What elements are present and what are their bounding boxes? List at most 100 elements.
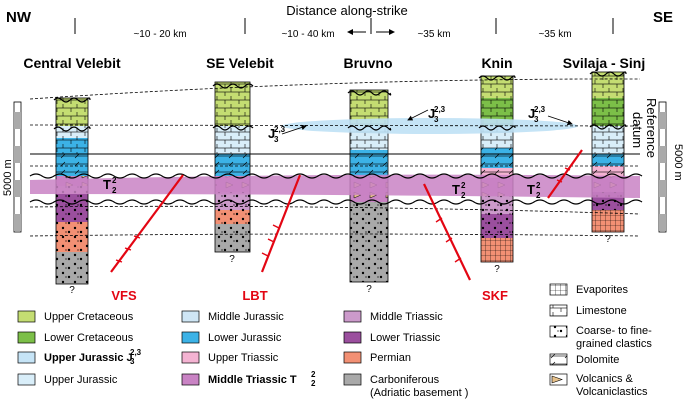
svg-text:T: T (527, 182, 535, 197)
column-title-svilaja-sinj: Svilaja - Sinj (563, 55, 645, 71)
svg-text:2: 2 (536, 181, 541, 190)
grid-pattern-icon (550, 284, 567, 295)
legend-swatch (181, 331, 200, 344)
legend-label: Lower Jurassic (208, 332, 282, 344)
fault-skf (423, 183, 471, 281)
t2-correlation-band (30, 174, 640, 198)
legend-label: Upper Jurassic (44, 374, 118, 386)
distance-ticks (74, 18, 614, 35)
unknown-mark: ? (494, 264, 500, 275)
distance-label-1: ~10 - 20 km (133, 29, 186, 40)
unit-label-t2-central: T 2 2 (103, 176, 117, 195)
distance-label-4: ~35 km (538, 29, 571, 40)
legend-label: Volcanics & (576, 373, 634, 385)
distance-label-2: ~10 - 40 km (281, 29, 334, 40)
column-title-se-velebit: SE Velebit (206, 55, 274, 71)
legend-label: Middle Triassic (370, 311, 443, 323)
legend-label: Limestone (576, 305, 627, 317)
fault-label-vfs: VFS (111, 288, 137, 303)
legend-label: Volcaniclastics (576, 386, 648, 398)
svg-text:3: 3 (274, 135, 279, 144)
legend-sub: 2 (311, 379, 316, 388)
legend-label: Upper Triassic (208, 352, 279, 364)
column-knin (480, 75, 514, 263)
legend-swatch (343, 310, 362, 323)
legend-sub: 3 (130, 357, 135, 366)
legend-sup: 2 (311, 370, 316, 379)
unknown-mark: ? (69, 285, 75, 296)
legend-label: (Adriatic basement ) (370, 387, 468, 399)
legend-label: Middle Jurassic (208, 311, 284, 323)
legend-swatch (181, 351, 200, 364)
svg-text:2: 2 (536, 191, 541, 200)
svg-text:2,3: 2,3 (274, 125, 286, 134)
svg-text:T: T (452, 182, 460, 197)
svg-text:T: T (103, 177, 111, 192)
scale-label-right: 5000 m (672, 144, 684, 181)
legend-label: Coarse- to fine- (576, 325, 652, 337)
legend-label: Middle Triassic T (208, 374, 297, 386)
legend-label: Lower Cretaceous (44, 332, 134, 344)
legend-label: Carboniferous (370, 374, 440, 386)
column-title-knin: Knin (481, 55, 512, 71)
svg-text:2: 2 (112, 176, 117, 185)
unit-label-j3-mid: J 3 2,3 (407, 105, 446, 124)
legend-swatch (343, 331, 362, 344)
rhomb-pattern-icon (550, 354, 567, 365)
column-title-central-velebit: Central Velebit (23, 55, 121, 71)
brick-pattern-icon (550, 305, 567, 316)
legend-swatch (343, 351, 362, 364)
scale-label-left: 5000 m (2, 159, 14, 196)
legend-label: Permian (370, 352, 411, 364)
legend-swatch (343, 373, 362, 386)
legend: Upper Cretaceous Lower Cretaceous Upper … (17, 283, 652, 399)
unknown-mark: ? (229, 254, 235, 265)
se-label: SE (653, 9, 673, 26)
volcanic-pattern-icon (551, 375, 563, 384)
reference-datum-line1: Reference (644, 98, 659, 158)
legend-swatch (181, 373, 200, 386)
svg-text:2: 2 (461, 191, 466, 200)
fault-vfs (110, 174, 184, 273)
legend-swatch (17, 373, 36, 386)
reference-datum-line2: datum (630, 112, 645, 148)
fault-svilaja (547, 149, 583, 199)
fault-label-lbt: LBT (242, 288, 267, 303)
svg-text:J: J (268, 126, 275, 141)
legend-label: Evaporites (576, 284, 628, 296)
unconformity-lines (29, 71, 643, 205)
fault-lbt (260, 174, 302, 273)
legend-label: Upper Cretaceous (44, 311, 134, 323)
legend-sup: 2,3 (130, 348, 142, 357)
fault-label-skf: SKF (482, 288, 508, 303)
svg-text:J: J (528, 106, 535, 121)
distance-label-3: ~35 km (417, 29, 450, 40)
legend-label: Dolomite (576, 354, 619, 366)
svg-text:2: 2 (112, 186, 117, 195)
column-title-bruvno: Bruvno (344, 55, 393, 71)
unit-label-j3-right: J 3 2,3 (528, 105, 573, 126)
legend-swatch (17, 331, 36, 344)
column-se-velebit (214, 81, 251, 253)
scale-bar (13, 101, 667, 233)
legend-label: grained clastics (576, 338, 652, 350)
legend-swatch (17, 310, 36, 323)
svg-text:J: J (428, 106, 435, 121)
correlation-lines (29, 78, 641, 237)
unit-label-t2-knin: T 2 2 (452, 181, 466, 200)
unknown-mark: ? (366, 284, 372, 295)
unit-label-t2-svilaja: T 2 2 (527, 181, 541, 200)
svg-text:2: 2 (461, 181, 466, 190)
svg-text:3: 3 (534, 115, 539, 124)
svg-text:2,3: 2,3 (434, 105, 446, 114)
column-svilaja-sinj (591, 71, 625, 233)
unknown-mark: ? (605, 234, 611, 245)
legend-swatch (181, 310, 200, 323)
svg-text:2,3: 2,3 (534, 105, 546, 114)
legend-swatch (17, 351, 36, 364)
axis-label: Distance along-strike (286, 3, 407, 18)
nw-label: NW (6, 9, 32, 26)
unit-label-j3-left: J 3 2,3 (268, 124, 307, 144)
legend-label: Upper Jurassic J (44, 352, 133, 364)
